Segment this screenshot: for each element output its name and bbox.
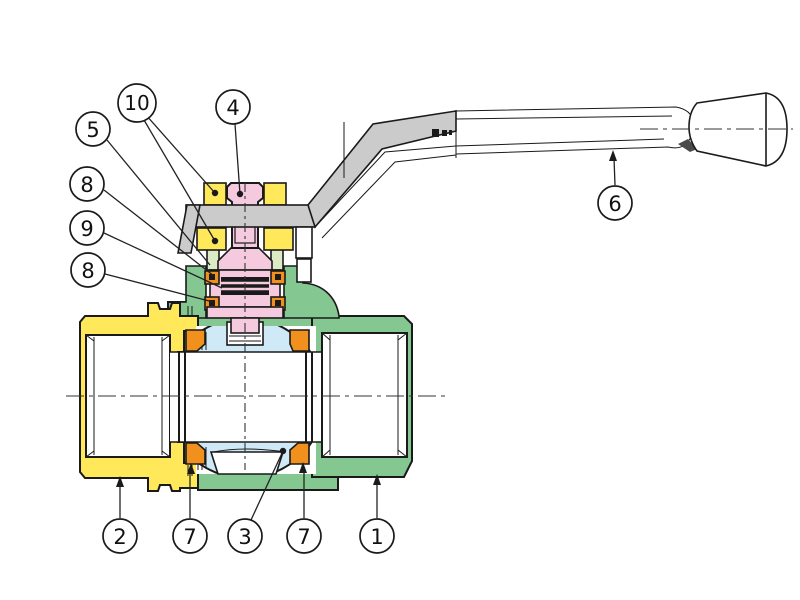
callout-7-left: 7 (172, 518, 208, 554)
callout-5: 5 (75, 111, 111, 147)
callouts: 5 10 4 8 9 8 6 2 (69, 83, 633, 554)
svg-text:7: 7 (183, 525, 196, 549)
svg-text:8: 8 (80, 173, 93, 197)
leader-dot (279, 447, 287, 455)
svg-text:8: 8 (81, 259, 94, 283)
handle-arm (307, 110, 457, 229)
svg-text:2: 2 (113, 525, 126, 549)
valve-seats (185, 329, 310, 465)
gland-nuts (196, 182, 294, 251)
leader-8a (103, 189, 215, 277)
handle-grip-curl (678, 139, 697, 152)
svg-text:1: 1 (370, 525, 383, 549)
seat-upper-left (185, 329, 206, 352)
arrow-6 (609, 150, 617, 186)
arrow-1 (373, 474, 381, 518)
svg-text:6: 6 (608, 192, 621, 216)
arrow-2 (116, 476, 124, 518)
handle-end-tab (177, 204, 201, 254)
callout-2: 2 (102, 518, 138, 554)
leader-3 (250, 450, 284, 521)
o-ring-glands (204, 270, 286, 311)
svg-text:9: 9 (80, 217, 93, 241)
leader-8b (104, 273, 214, 303)
seat-lower-left (185, 442, 206, 465)
svg-text:7: 7 (297, 525, 310, 549)
leader-5 (106, 139, 211, 266)
svg-text:4: 4 (226, 96, 239, 120)
handle-side-tab-upper (295, 226, 313, 259)
leader-dot (211, 237, 219, 245)
svg-text:3: 3 (238, 525, 251, 549)
leader-lines (103, 114, 617, 521)
flow-bore (170, 352, 322, 442)
leader-dot (236, 190, 244, 198)
svg-text:10: 10 (124, 91, 149, 115)
callout-3: 3 (227, 518, 263, 554)
callout-9: 9 (69, 210, 105, 246)
callout-4: 4 (215, 89, 251, 125)
ball-bottom-insert (209, 451, 285, 475)
leader-9 (103, 232, 223, 289)
arrow-7-right (299, 462, 307, 518)
handle-side-tab-lower (296, 258, 312, 283)
callout-10: 10 (117, 83, 157, 123)
right-port-bore (321, 332, 430, 458)
leader-10a (145, 114, 216, 194)
seat-upper-right (289, 329, 310, 352)
callout-6: 6 (597, 185, 633, 221)
leader-dot (211, 189, 219, 197)
seat-lower-right (289, 442, 310, 465)
leader-10b (143, 119, 216, 242)
callout-7-right: 7 (286, 518, 322, 554)
leader-4 (234, 123, 241, 195)
svg-text:5: 5 (86, 118, 99, 142)
callout-8-upper: 8 (69, 166, 105, 202)
arrow-7-left (187, 463, 195, 518)
callout-8-lower: 8 (70, 252, 106, 288)
centerlines (66, 128, 793, 470)
callout-1: 1 (359, 518, 395, 554)
ball-assembly (170, 326, 322, 475)
